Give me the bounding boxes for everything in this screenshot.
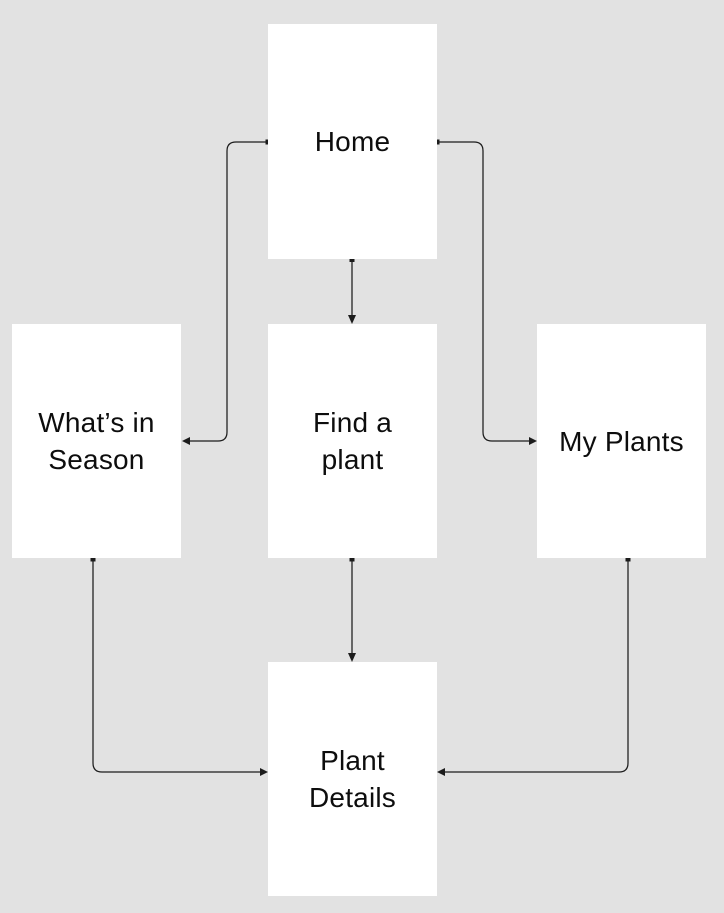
node-whats-in-season[interactable]: What’s in Season (12, 324, 181, 558)
node-home[interactable]: Home (268, 24, 437, 259)
arrowhead (348, 653, 356, 662)
edge-start-dot (625, 556, 631, 562)
node-find-a-plant[interactable]: Find a plant (268, 324, 437, 558)
edge-whats-in-season-plant-details (90, 556, 268, 776)
node-my-plants[interactable]: My Plants (537, 324, 706, 558)
arrowhead (260, 768, 268, 776)
edge-home-find-a-plant (348, 257, 356, 324)
arrowhead (529, 437, 537, 445)
edge-start-dot (349, 556, 355, 562)
edge-start-dot (90, 556, 96, 562)
node-label-line: Details (309, 782, 396, 813)
node-label-line: plant (321, 444, 384, 475)
edge-home-whats-in-season (182, 139, 271, 445)
edge-path (190, 141, 268, 442)
node-label-line: What’s in (38, 407, 155, 438)
edge-start-dot (349, 257, 355, 262)
edge-find-a-plant-plant-details (348, 556, 356, 662)
arrowhead (348, 315, 356, 324)
edge-home-my-plants (434, 139, 537, 445)
edge-path (445, 560, 629, 773)
arrowhead (437, 768, 445, 776)
node-label-line: Plant (320, 745, 385, 776)
node-label-line: Season (48, 444, 145, 475)
edge-my-plants-plant-details (437, 556, 631, 776)
node-plant-details[interactable]: Plant Details (268, 662, 437, 896)
node-label-line: Find a (312, 407, 393, 438)
arrowhead (182, 437, 190, 445)
edge-path (437, 141, 529, 442)
node-label-line: My Plants (559, 425, 684, 457)
edge-path (92, 560, 260, 773)
node-label-line: Home (314, 126, 391, 157)
